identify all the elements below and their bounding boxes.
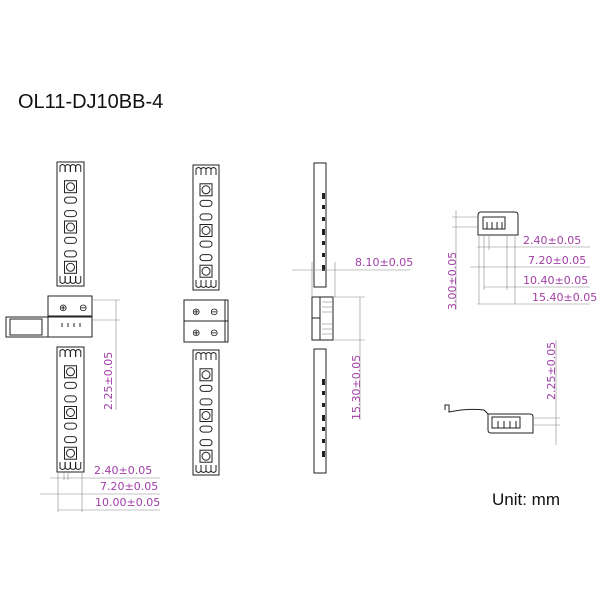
resistor: [64, 422, 77, 430]
led-chip: [199, 183, 213, 197]
resistor: [199, 384, 213, 392]
resistor: [64, 250, 77, 258]
resistor: [199, 425, 213, 433]
led-chip: [64, 260, 77, 274]
led-chip: [199, 264, 213, 278]
middle-connector: ⊕ ⊖ ⊕ ⊖: [183, 299, 229, 343]
solder-pad: [210, 352, 217, 360]
solder-pad: [75, 276, 82, 284]
minus-symbol: ⊖: [210, 307, 218, 318]
front-strip-top: [56, 161, 85, 287]
resistor: [64, 381, 77, 389]
resistor: [199, 398, 213, 406]
led-chip: [64, 446, 77, 460]
side-dimensions: 8.10±0.05 15.30±0.05: [292, 256, 413, 420]
led-chip: [199, 368, 213, 382]
led-chip: [199, 224, 213, 237]
dim-top-pad-span: 7.20±0.05: [528, 254, 586, 267]
led-chip: [199, 449, 213, 463]
led-chip: [64, 365, 77, 379]
minus-symbol: ⊖: [210, 328, 218, 339]
solder-pad: [210, 167, 217, 175]
plus-symbol: ⊕: [59, 303, 67, 314]
front-dimensions: 2.25±0.05 2.40±0.05 7.20±0.05 10.00±0.05: [40, 299, 160, 512]
dim-open-height: 2.25±0.05: [545, 342, 558, 400]
dim-side-thickness: 8.10±0.05: [355, 256, 413, 269]
solder-pad: [210, 280, 217, 288]
resistor: [64, 395, 77, 403]
solder-pad: [75, 349, 82, 357]
resistor: [199, 240, 213, 248]
connector-open-view: 2.25±0.05: [444, 340, 560, 445]
dim-top-pitch: 2.40±0.05: [523, 234, 581, 247]
resistor: [64, 236, 77, 244]
led-strips: [56, 161, 327, 476]
led-chip: [199, 409, 213, 422]
resistor: [199, 254, 213, 262]
part-number-title: OL11-DJ10BB-4: [18, 91, 163, 113]
dim-front-strip-width: 10.00±0.05: [95, 496, 160, 509]
resistor: [64, 436, 77, 444]
dim-front-pad-span: 7.20±0.05: [100, 480, 158, 493]
solder-pad: [75, 164, 82, 172]
plus-symbol: ⊕: [192, 328, 200, 339]
resistor: [64, 196, 77, 204]
resistor: [199, 199, 213, 207]
dim-side-length: 15.30±0.05: [350, 355, 363, 420]
resistor: [199, 213, 213, 221]
connector-top-view: 3.00±0.05 2.40±0.05 7.20±0.05 10.40±0.05…: [446, 210, 597, 310]
dim-top-inner-width: 10.40±0.05: [523, 274, 588, 287]
front-strip-bottom: [56, 346, 85, 473]
front-connector: ⊕ ⊖: [5, 295, 93, 338]
dim-front-height: 2.25±0.05: [102, 352, 115, 410]
minus-symbol: ⊖: [79, 303, 87, 314]
resistor: [64, 210, 77, 218]
plus-symbol: ⊕: [192, 307, 200, 318]
middle-strip-bottom: [192, 349, 220, 476]
side-strip-bottom: [313, 348, 327, 474]
solder-pad: [210, 465, 217, 473]
led-chip: [64, 406, 77, 419]
led-chip: [64, 180, 77, 194]
led-chip: [64, 220, 77, 234]
solder-pad: [75, 462, 82, 470]
dim-top-height: 3.00±0.05: [446, 252, 459, 310]
dim-front-pitch: 2.40±0.05: [94, 464, 152, 477]
middle-strip-top: [192, 164, 220, 291]
unit-label: Unit: mm: [492, 490, 560, 509]
side-connector: [311, 296, 334, 341]
resistor: [199, 439, 213, 447]
dim-top-outer-width: 15.40±0.05: [532, 291, 597, 304]
side-strip-top: [313, 162, 327, 288]
